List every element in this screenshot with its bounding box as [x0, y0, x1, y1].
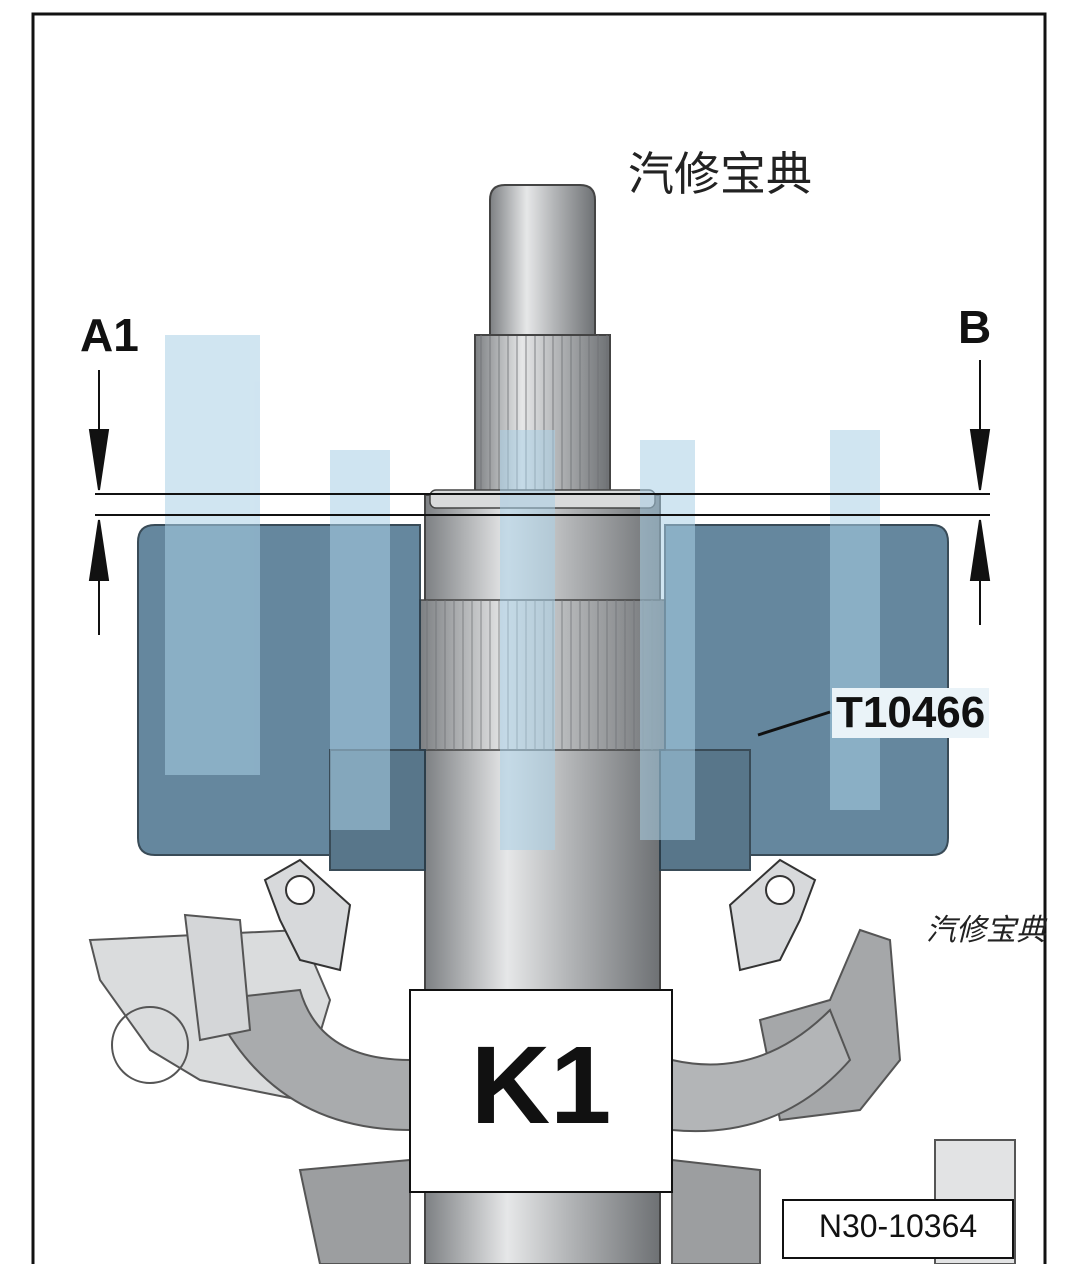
dimension-label-b: B: [958, 301, 992, 353]
dimension-label-a1: A1: [80, 309, 139, 361]
figure-number-box: [782, 1199, 1014, 1259]
watermark-top: 汽修宝典: [628, 147, 812, 201]
figure-number: N30-10364: [818, 1208, 978, 1244]
dimension-lines: [88, 360, 991, 737]
seal-left: [263, 858, 352, 972]
seal-right: [728, 858, 817, 972]
watermark-large: [165, 335, 880, 850]
shaft-tip: [489, 184, 596, 336]
tool-label: T10466: [832, 688, 990, 738]
part-label-k1: K1: [470, 1024, 612, 1147]
watermark-side: 汽修宝典: [926, 913, 1046, 948]
k1-box: [409, 989, 673, 1193]
